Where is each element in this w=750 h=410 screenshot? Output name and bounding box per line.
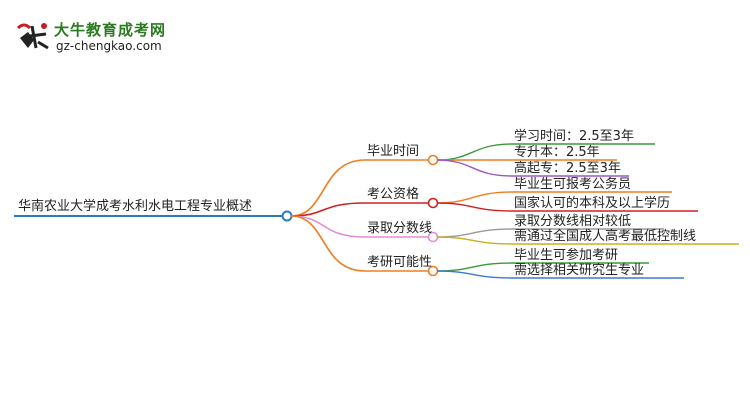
- bull-logo-icon: [16, 23, 49, 50]
- leaf-topic[interactable]: 专升本：2.5年: [514, 145, 600, 160]
- branch-topic[interactable]: 录取分数线: [367, 221, 433, 236]
- leaf-topic[interactable]: 毕业生可参加考研: [514, 248, 619, 263]
- leaf-connector: [436, 202, 513, 212]
- leaf-topic[interactable]: 高起专：2.5至3年: [514, 161, 621, 176]
- leaf-connector: [436, 191, 513, 204]
- leaf-topic[interactable]: 录取分数线相对较低: [514, 214, 632, 229]
- leaf-connector: [436, 270, 513, 279]
- branch-connector: [290, 159, 366, 217]
- root-topic[interactable]: 华南农业大学成考水利水电工程专业概述: [18, 199, 253, 214]
- branch-topic[interactable]: 毕业时间: [367, 144, 420, 159]
- leaf-connector: [436, 159, 513, 177]
- branch-node-dot: [427, 154, 439, 166]
- leaf-topic[interactable]: 需选择相关研究生专业: [514, 263, 645, 278]
- branch-topic[interactable]: 考研可能性: [367, 255, 433, 270]
- brand-title: 大牛教育成考网: [54, 21, 167, 39]
- leaf-connector: [436, 262, 513, 272]
- branch-connector: [290, 202, 366, 217]
- leaf-connector: [436, 236, 513, 245]
- branch-connector: [290, 215, 366, 238]
- leaf-connector: [436, 228, 513, 238]
- root-node-dot: [281, 210, 293, 222]
- leaf-connector: [436, 143, 513, 161]
- leaf-topic[interactable]: 国家认可的本科及以上学历: [514, 196, 671, 211]
- branch-topic[interactable]: 考公资格: [367, 187, 420, 202]
- leaf-topic[interactable]: 毕业生可报考公务员: [514, 177, 632, 192]
- brand-logo[interactable]: 大牛教育成考网 gz-chengkao.com: [14, 16, 167, 58]
- brand-url: gz-chengkao.com: [56, 39, 162, 53]
- leaf-topic[interactable]: 需通过全国成人高考最低控制线: [514, 229, 697, 244]
- branch-node-dot: [427, 197, 439, 209]
- leaf-topic[interactable]: 学习时间：2.5至3年: [514, 129, 634, 144]
- branch-connector: [290, 215, 366, 272]
